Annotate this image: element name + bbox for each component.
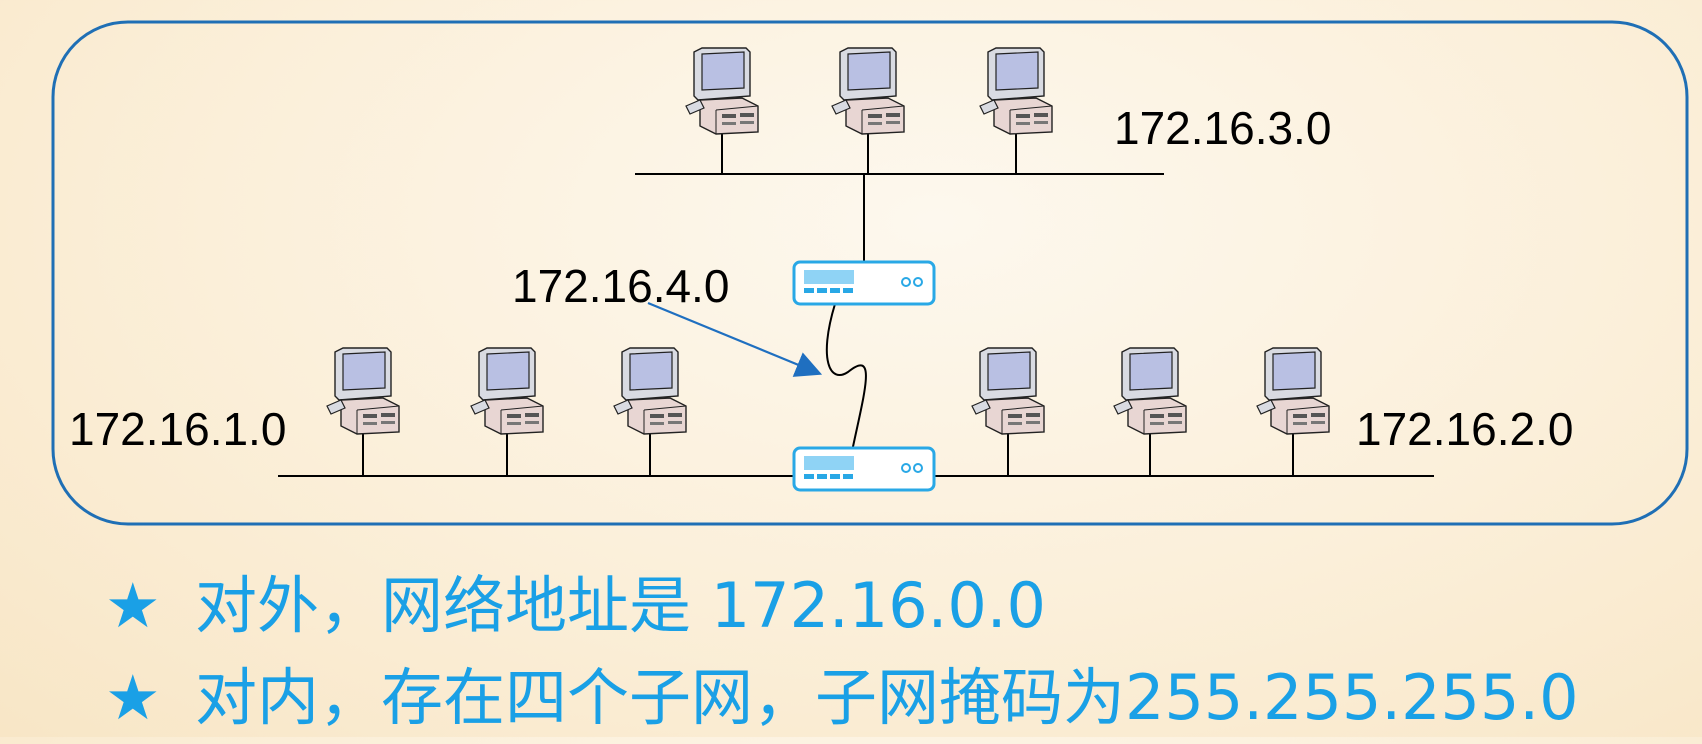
bullet-item: ★ 对外，网络地址是 172.16.0.0 <box>105 560 1695 652</box>
bullet-list: ★ 对外，网络地址是 172.16.0.0 ★ 对内，存在四个子网，子网掩码为255… <box>105 560 1695 744</box>
network-label-link: 172.16.4.0 <box>512 260 729 312</box>
network-label-left: 172.16.1.0 <box>69 403 286 455</box>
computer-icon <box>971 347 1045 435</box>
bullet-text: 对外，网络地址是 172.16.0.0 <box>195 569 1046 642</box>
star-icon: ★ <box>105 569 161 642</box>
star-icon: ★ <box>105 661 161 734</box>
computer-icon <box>613 347 687 435</box>
bullet-text: 对内，存在四个子网，子网掩码为255.255.255.0 <box>195 661 1579 734</box>
computer-icon <box>979 47 1053 135</box>
pointer-arrow <box>647 301 823 377</box>
computer-icon <box>831 47 905 135</box>
router-icon <box>792 260 936 306</box>
computer-icon <box>1113 347 1187 435</box>
computer-icon <box>470 347 544 435</box>
router-link <box>825 303 867 467</box>
top-lan <box>635 47 1164 175</box>
computer-icon <box>326 347 400 435</box>
computer-icon <box>685 47 759 135</box>
network-label-top: 172.16.3.0 <box>1114 102 1331 154</box>
computer-icon <box>1256 347 1330 435</box>
bullet-item: ★ 对内，存在四个子网，子网掩码为255.255.255.0 <box>105 652 1695 744</box>
network-frame <box>51 20 1689 526</box>
router-icon <box>792 446 936 492</box>
network-label-right: 172.16.2.0 <box>1356 403 1573 455</box>
